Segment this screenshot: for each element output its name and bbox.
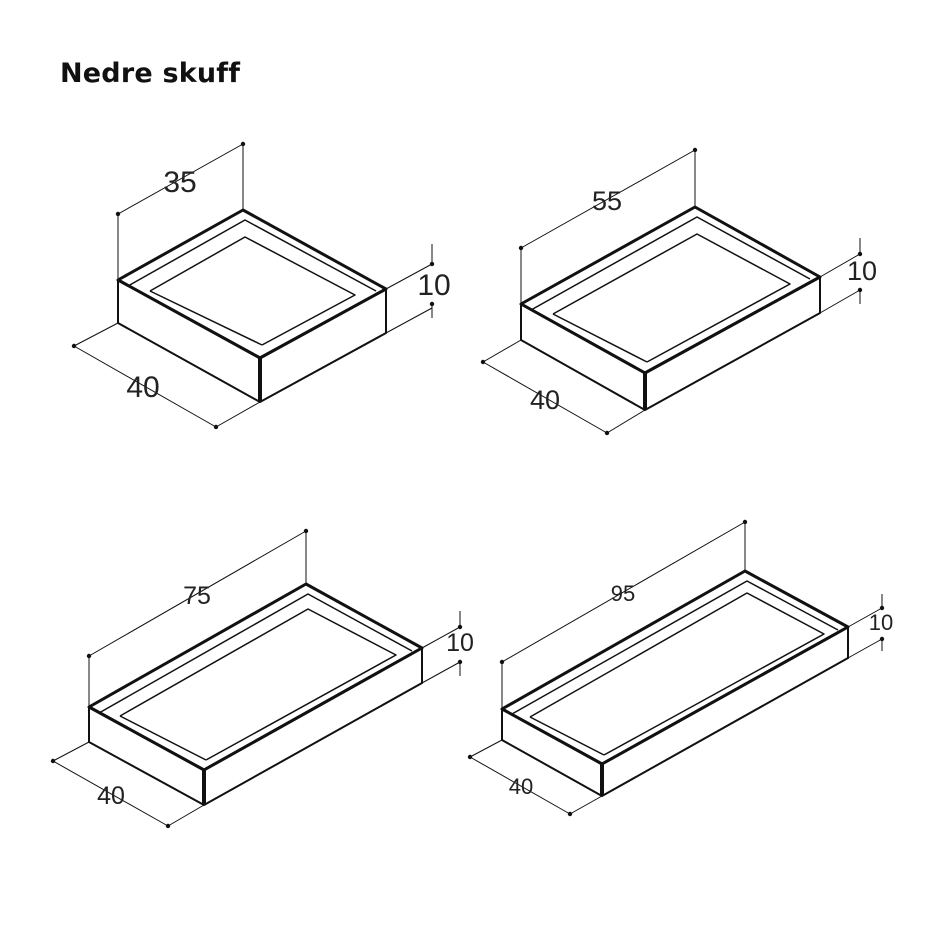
drawer-3-dimension-lines (52, 530, 461, 827)
drawer-2 (480, 147, 863, 436)
drawer-2-depth-label: 40 (530, 385, 560, 415)
drawer-1-depth-label: 40 (126, 371, 159, 404)
drawer-4-box (500, 569, 850, 797)
drawer-1-width-label: 35 (163, 166, 196, 199)
drawer-4 (467, 519, 885, 817)
drawer-1-dimension-lines (73, 142, 433, 428)
drawer-2-height-label: 10 (847, 256, 877, 286)
drawer-4-height-label: 10 (869, 610, 893, 635)
drawer-3-depth-label: 40 (97, 782, 125, 810)
drawer-3-box (87, 582, 424, 806)
drawer-3 (50, 528, 463, 829)
drawer-1-height-label: 10 (417, 269, 450, 302)
drawer-3-width-label: 75 (183, 582, 211, 610)
drawer-1 (71, 141, 435, 430)
drawer-2-box (519, 205, 822, 411)
page-title: Nedre skuff (60, 58, 241, 89)
drawer-4-dimension-lines (469, 521, 883, 815)
drawer-4-width-label: 95 (611, 581, 635, 606)
drawer-3-height-label: 10 (446, 629, 474, 657)
drawer-1-box (116, 208, 388, 403)
drawer-2-width-label: 55 (592, 186, 622, 216)
drawer-4-depth-label: 40 (509, 774, 533, 799)
drawer-2-dimension-lines (482, 149, 861, 434)
